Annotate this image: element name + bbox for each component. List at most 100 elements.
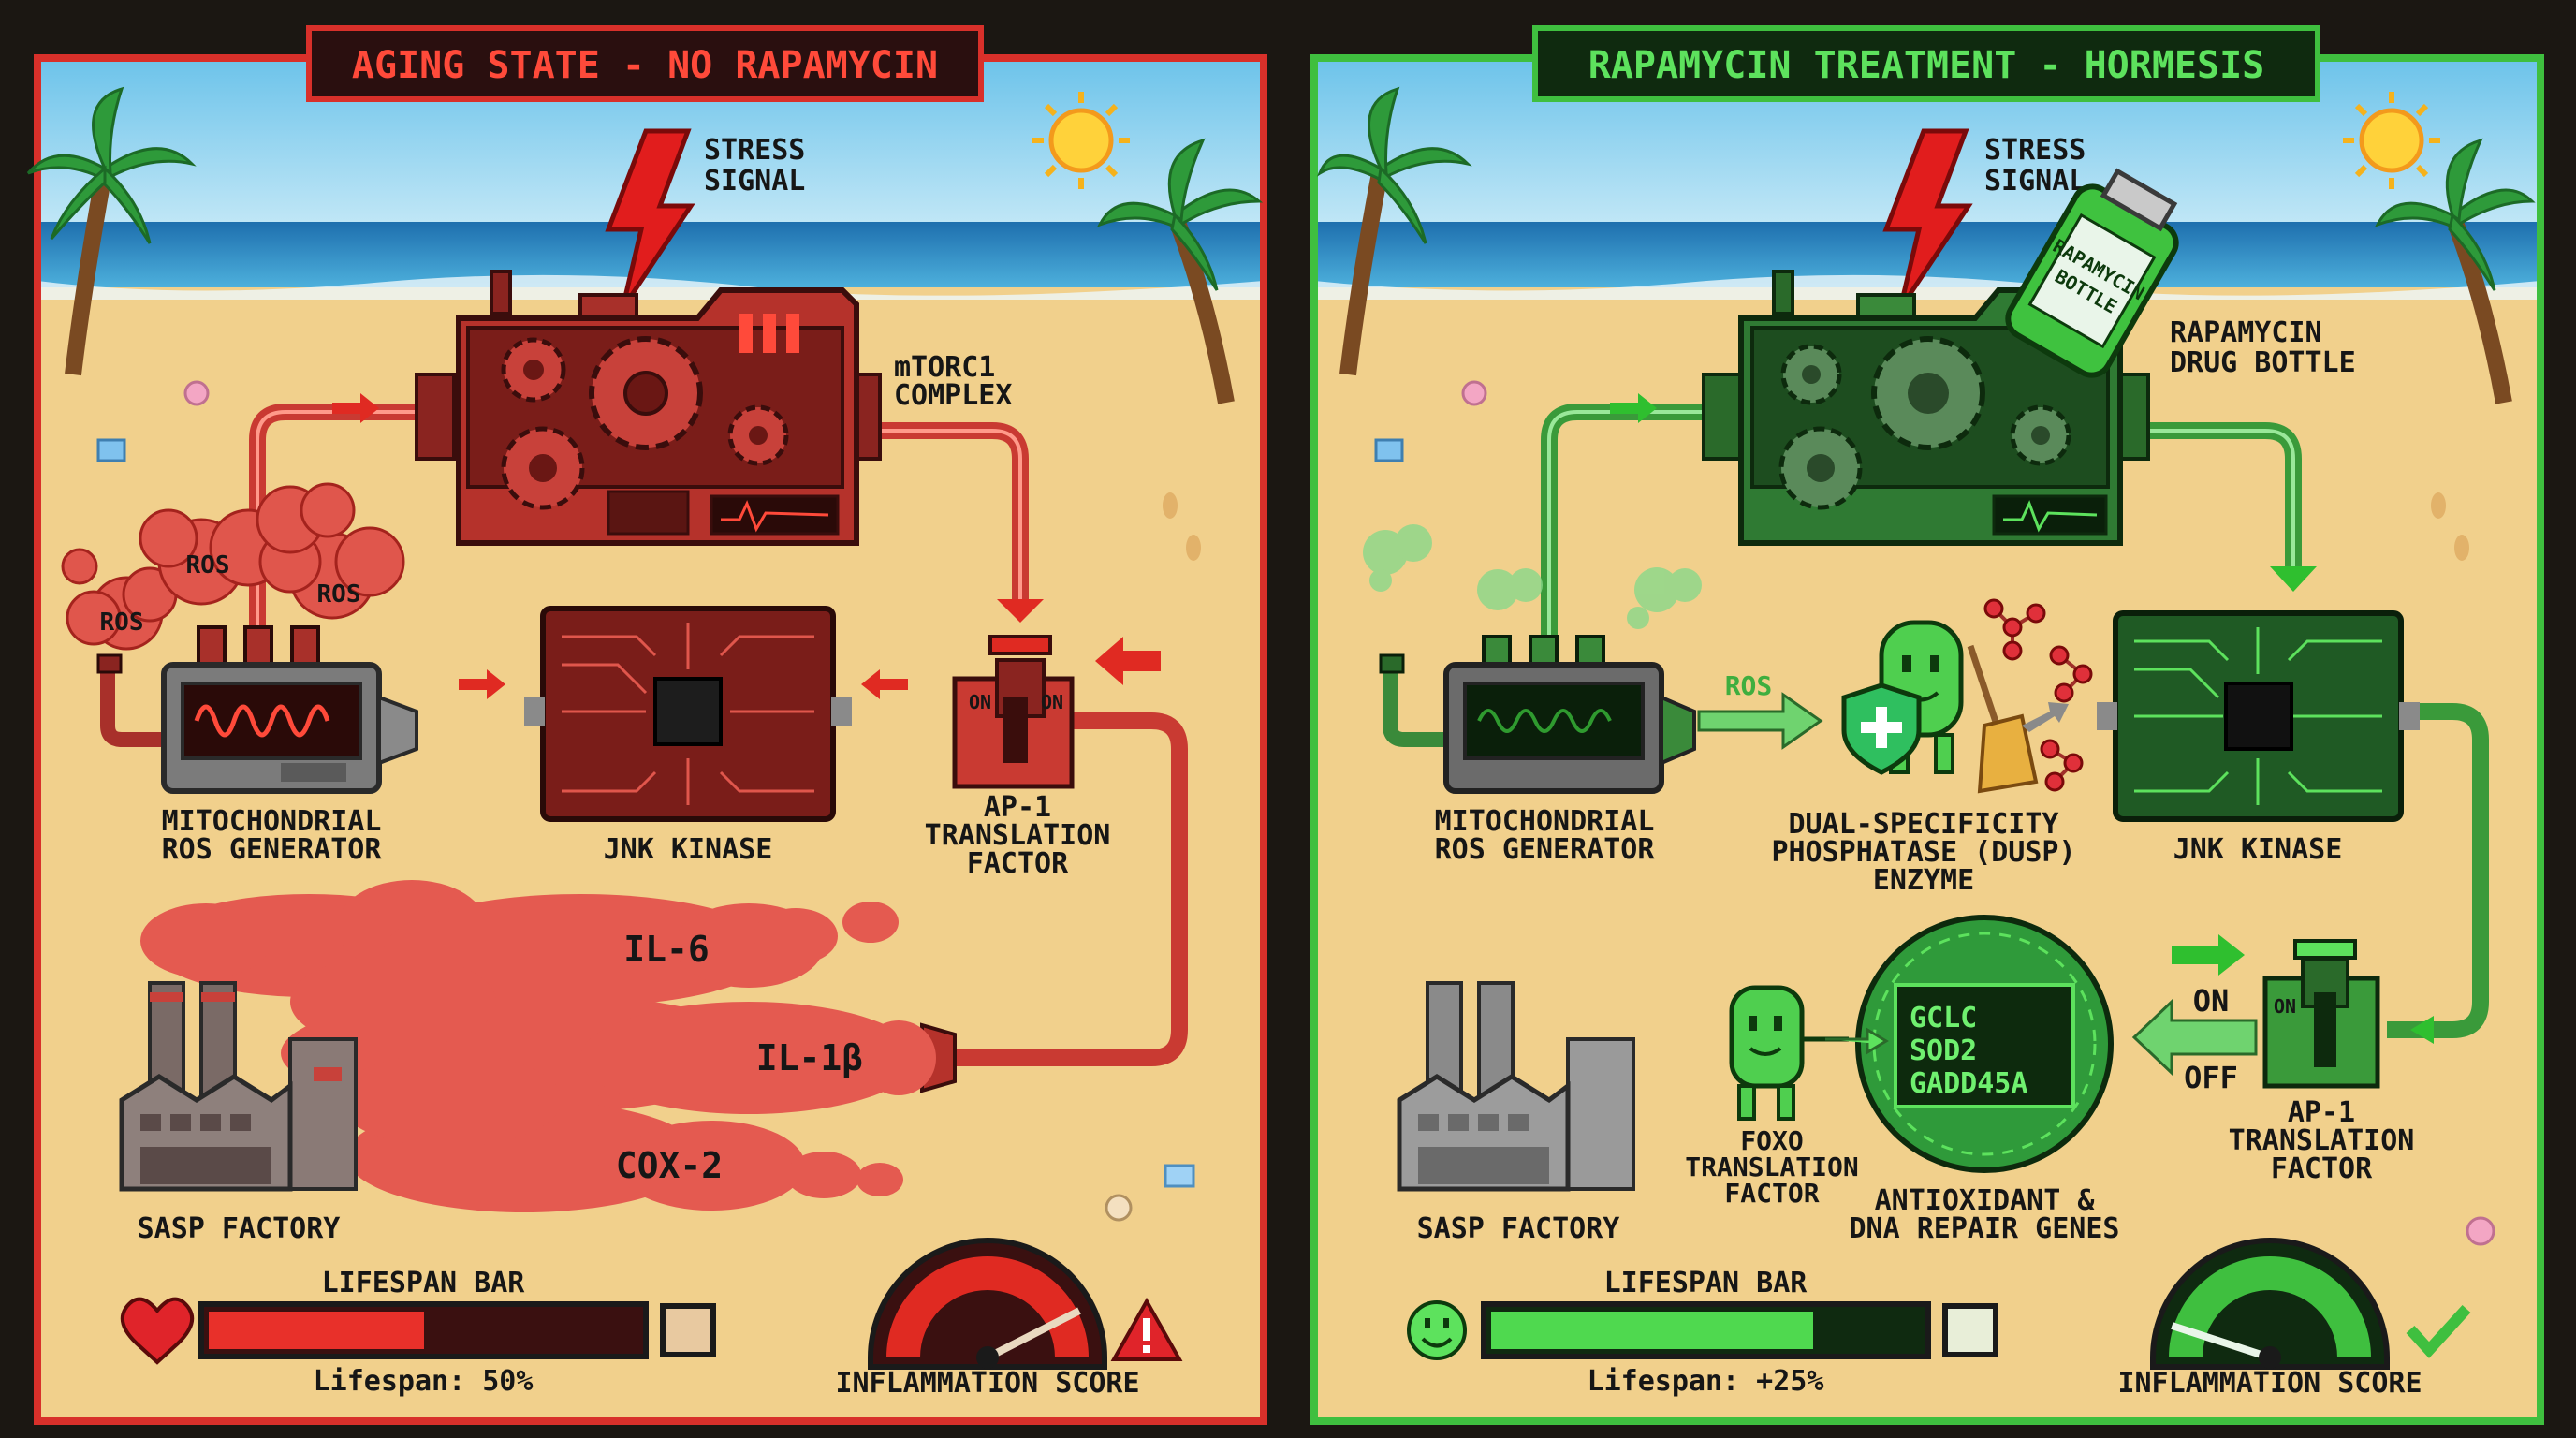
left-mito-label-line2: ROS GENERATOR [162,833,383,866]
lightning-bolt-icon [605,128,695,311]
right-smoke-puffs [1363,524,1702,629]
heart-icon [120,1297,195,1365]
ros-clouds [61,482,405,651]
right-lifespan-text: Lifespan: +25% [1588,1365,1824,1398]
right-ap1-label-line2: TRANSLATION [2229,1124,2415,1157]
left-ap1-label-line3: FACTOR [967,847,1069,880]
jnk-kinase-chip [524,606,852,822]
ros-molecules [1983,598,2093,792]
right-pipe-highlights [1547,410,2295,646]
switch-on-label: ON [2193,983,2230,1019]
gear-icon [727,404,789,466]
left-stress-signal-line2: SIGNAL [704,165,805,198]
left-title: AGING STATE - NO RAPAMYCIN [352,44,938,87]
left-gauge-needle [986,1307,1081,1361]
palm-tree-icon [1096,138,1264,404]
cytokine-smoke [140,880,936,1212]
mito-ros-generator [96,625,418,794]
right-mito-label-line1: MITOCHONDRIAL [1435,805,1655,838]
right-lifespan-bar-fill [1491,1312,1813,1349]
jnk-kinase-chip-green [2097,610,2420,822]
ros-cloud-label: ROS [100,609,144,637]
checkmark-icon [2406,1304,2471,1358]
broom-icon [1967,644,2039,794]
right-title-box [1532,25,2320,102]
foxo-character [1729,985,1889,1121]
gear-icon [1778,426,1863,510]
gear-icon [501,426,585,510]
gene-gadd45a: GADD45A [1910,1067,2027,1100]
left-lifespan-bar-cap [660,1303,716,1357]
right-panel: RAPAMYCIN TREATMENT - HORMESIS [1310,25,2544,1425]
left-ap1-label-line2: TRANSLATION [925,819,1111,852]
switch-off-label: OFF [2184,1060,2238,1095]
cytokine-il1b: IL-1β [756,1037,863,1078]
beach-shells [1374,380,2496,1246]
switch-small-on: ON [2274,995,2296,1018]
gene-label-line1: ANTIOXIDANT & [1875,1184,2096,1217]
left-ap1-label-line1: AP-1 [984,791,1051,824]
right-mito-label-line2: ROS GENERATOR [1435,833,1656,866]
right-lifespan-bar-cap [1942,1303,1998,1357]
left-mito-label-line1: MITOCHONDRIAL [162,805,382,838]
ros-cloud-label: ROS [186,551,230,580]
left-mtorc1-line1: mTORC1 [894,351,995,384]
foxo-label-line2: TRANSLATION [1685,1152,1858,1182]
palm-tree-icon [1317,86,1472,376]
cytokine-il6: IL-6 [623,929,710,970]
dusp-label-line2: PHOSPHATASE (DUSP) [1771,836,2075,869]
right-gauge-needle [2171,1322,2272,1361]
right-jnk-label: JNK KINASE [2174,833,2343,866]
warning-icon [1110,1297,1183,1361]
right-lifespan-title: LIFESPAN BAR [1604,1267,1808,1299]
bottle-label-line1: RAPAMYCIN [2170,316,2322,349]
gene-gclc: GCLC [1910,1002,1977,1034]
foxo-label-line1: FOXO [1740,1125,1803,1156]
gear-icon [589,336,703,450]
left-lifespan-text: Lifespan: 50% [314,1365,534,1398]
left-title-box [306,25,984,102]
left-switch-on-right: ON [1041,691,1063,713]
right-flow-arrows [1610,393,2434,1044]
gear-icon [1780,344,1842,405]
left-jnk-label: JNK KINASE [604,833,773,866]
smiley-icon [1407,1300,1467,1360]
beach-shells [96,380,1201,1222]
ros-arrow [1697,692,1823,750]
mtorc1-machine-inhibited [1702,270,2150,546]
gene-sod2: SOD2 [1910,1034,1977,1067]
sun-icon [1032,92,1130,189]
right-title: RAPAMYCIN TREATMENT - HORMESIS [1588,44,2264,87]
rapamycin-bottle: RAPAMYCIN BOTTLE [2005,168,2179,378]
right-surf [1314,274,2540,300]
cytokine-cox2: COX-2 [616,1145,723,1186]
left-lifespan-bar-fill [209,1312,424,1349]
left-pipe-highlights [256,410,1022,655]
sweep-arrow [2022,702,2069,732]
ap1-switch [952,635,1075,789]
left-surf [37,274,1264,300]
switch-arrow-left [2131,998,2258,1077]
right-stress-signal-line2: SIGNAL [1984,165,2086,198]
right-ap1-label-line3: FACTOR [2271,1152,2373,1185]
ros-arrow-label: ROS [1725,670,1773,701]
gear-icon [501,337,566,403]
gear-icon [2010,404,2071,466]
gene-label-line2: DNA REPAIR GENES [1850,1212,2120,1245]
dusp-enzyme-character [1841,620,1964,775]
dusp-label-line3: ENZYME [1873,864,1974,897]
right-stress-signal-line1: STRESS [1984,134,2086,167]
left-mtorc1-line2: COMPLEX [894,379,1012,412]
left-stress-signal-line1: STRESS [704,134,805,167]
lightning-bolt-icon [1882,128,1973,311]
mtorc1-machine [415,270,882,546]
sun-icon [2343,92,2440,189]
right-ap1-label-line1: AP-1 [2288,1096,2355,1129]
mito-ros-generator-green [1379,635,1696,794]
palm-tree-icon [2374,138,2536,404]
gear-icon [1871,336,1985,450]
antioxidant-gene-circle [1855,915,2114,1173]
ros-cloud-label: ROS [317,580,361,609]
ap1-switch-off [2262,939,2380,1089]
